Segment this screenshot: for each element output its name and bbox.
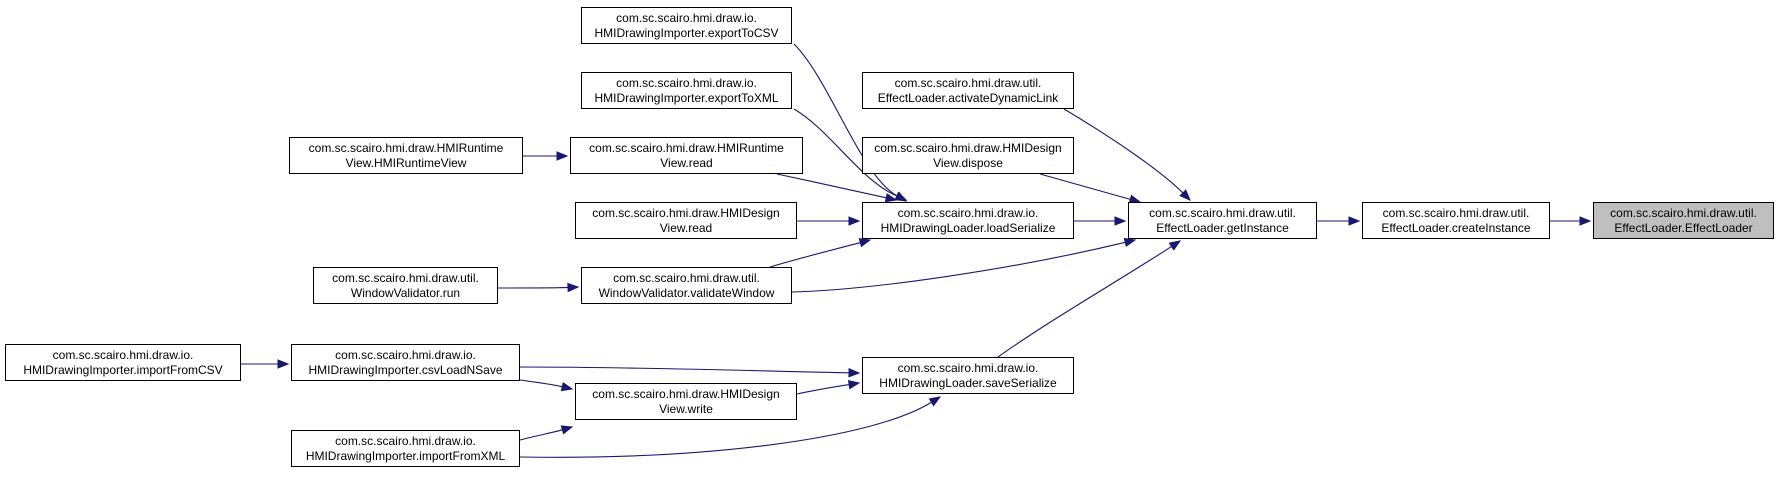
node-label-line: com.sc.scairo.hmi.draw.io. [616,10,757,25]
node-createinstance[interactable]: com.sc.scairo.hmi.draw.util.EffectLoader… [1362,202,1550,239]
node-importfromxml[interactable]: com.sc.scairo.hmi.draw.io.HMIDrawingImpo… [291,430,520,467]
edge-windowvalidator-run-to-validatewindow [497,286,569,289]
node-label-line: HMIDrawingLoader.saveSerialize [879,375,1057,390]
arrowhead-loadserialize-to-getinstance [1114,216,1127,226]
node-label-line: View.read [659,220,713,235]
node-validatewindow[interactable]: com.sc.scairo.hmi.draw.util.WindowValida… [581,267,792,304]
node-label-line: com.sc.scairo.hmi.draw.io. [897,360,1039,375]
edge-exporttocsv-to-loadserialize [793,43,898,197]
arrowhead-exporttoxml-to-loadserialize [894,191,908,201]
node-label-line: com.sc.scairo.hmi.draw.HMIDesign [874,140,1062,155]
node-label-line: EffectLoader.activateDynamicLink [877,90,1059,105]
edge-csvloadnsave-to-designview-write [519,379,563,388]
node-label-line: com.sc.scairo.hmi.draw.io. [616,75,757,90]
edge-saveserialize-to-getinstance [997,245,1172,358]
node-label-line: HMIDrawingImporter.csvLoadNSave [308,362,503,377]
arrowhead-activatedynamiclink-to-getinstance [1179,189,1191,201]
edge-exporttoxml-to-loadserialize [793,108,898,197]
node-label-line: WindowValidator.run [350,285,461,300]
node-label-line: EffectLoader.EffectLoader [1614,220,1753,235]
node-effectloader-ctor: com.sc.scairo.hmi.draw.util.EffectLoader… [1593,202,1774,239]
node-label-line: View.write [659,401,713,416]
node-label-line: com.sc.scairo.hmi.draw.util. [894,75,1042,90]
node-label-line: View.HMIRuntimeView [345,155,467,170]
node-exporttoxml[interactable]: com.sc.scairo.hmi.draw.io.HMIDrawingImpo… [581,72,792,109]
edge-validatewindow-to-loadserialize [769,242,861,268]
node-label-line: com.sc.scairo.hmi.draw.io. [897,205,1039,220]
edge-importfromxml-to-saveserialize [519,401,932,458]
edge-csvloadnsave-to-saveserialize [519,366,850,374]
node-label-line: com.sc.scairo.hmi.draw.util. [1610,205,1757,220]
node-getinstance[interactable]: com.sc.scairo.hmi.draw.util.EffectLoader… [1128,202,1317,239]
arrowhead-validatewindow-to-loadserialize [858,238,872,248]
node-csvloadnsave[interactable]: com.sc.scairo.hmi.draw.io.HMIDrawingImpo… [291,344,520,381]
node-label-line: com.sc.scairo.hmi.draw.io. [335,347,476,362]
arrowhead-saveserialize-to-getinstance [1168,240,1182,251]
node-label-line: HMIDrawingImporter.exportToXML [594,90,779,105]
arrowhead-createinstance-to-effectloader-ctor [1579,216,1592,226]
node-label-line: com.sc.scairo.hmi.draw.HMIRuntime [308,140,504,155]
arrowhead-importfromxml-to-designview-write [560,425,574,435]
arrowhead-importfromxml-to-saveserialize [928,396,942,407]
node-loadserialize[interactable]: com.sc.scairo.hmi.draw.io.HMIDrawingLoad… [862,202,1074,239]
arrowhead-runtimeview-read-to-loadserialize [884,193,898,203]
node-label-line: HMIDrawingImporter.exportToCSV [594,25,779,40]
arrowhead-importfromcsv-to-csvloadnsave [277,359,290,369]
arrowhead-designview-write-to-saveserialize [847,379,861,390]
node-windowvalidator-run[interactable]: com.sc.scairo.hmi.draw.util.WindowValida… [313,267,498,304]
node-label-line: com.sc.scairo.hmi.draw.HMIRuntime [589,140,784,155]
node-label-line: WindowValidator.validateWindow [598,285,775,300]
node-label-line: com.sc.scairo.hmi.draw.io. [335,433,476,448]
node-label-line: EffectLoader.getInstance [1156,220,1289,235]
edge-importfromxml-to-designview-write [519,429,563,441]
arrowhead-windowvalidator-run-to-validatewindow [567,282,580,293]
arrowhead-validatewindow-to-getinstance [1123,237,1137,248]
node-label-line: HMIDrawingImporter.importFromCSV [23,362,223,377]
node-label-line: View.dispose [933,155,1003,170]
edge-designview-write-to-saveserialize [796,384,850,395]
edge-designview-dispose-to-getinstance [1039,173,1131,200]
arrowhead-getinstance-to-createinstance [1348,216,1361,226]
node-label-line: com.sc.scairo.hmi.draw.util. [1149,205,1296,220]
node-label-line: com.sc.scairo.hmi.draw.util. [613,270,760,285]
node-label-line: com.sc.scairo.hmi.draw.HMIDesign [592,205,780,220]
arrowhead-csvloadnsave-to-saveserialize [848,368,861,378]
node-label-line: com.sc.scairo.hmi.draw.io. [52,347,194,362]
node-label-line: HMIDrawingLoader.loadSerialize [880,220,1056,235]
arrowhead-csvloadnsave-to-designview-write [560,381,574,392]
arrowhead-designview-read-to-loadserialize [848,216,861,226]
edge-runtimeview-read-to-loadserialize [776,173,887,199]
node-label-line: View.read [660,155,713,170]
node-label-line: com.sc.scairo.hmi.draw.HMIDesign [592,386,780,401]
node-label-line: HMIDrawingImporter.importFromXML [305,448,506,463]
arrowhead-runtimeview-ctor-to-runtimeview-read [556,151,569,161]
node-exporttocsv[interactable]: com.sc.scairo.hmi.draw.io.HMIDrawingImpo… [581,7,792,44]
node-saveserialize[interactable]: com.sc.scairo.hmi.draw.io.HMIDrawingLoad… [862,357,1074,394]
edge-activatedynamiclink-to-getinstance [1063,108,1184,194]
node-label-line: com.sc.scairo.hmi.draw.util. [1382,205,1530,220]
node-importfromcsv[interactable]: com.sc.scairo.hmi.draw.io.HMIDrawingImpo… [5,344,241,381]
edge-validatewindow-to-getinstance [791,241,1126,293]
node-label-line: com.sc.scairo.hmi.draw.util. [332,270,479,285]
node-label-line: EffectLoader.createInstance [1381,220,1531,235]
node-activatedynamiclink[interactable]: com.sc.scairo.hmi.draw.util.EffectLoader… [862,72,1074,109]
